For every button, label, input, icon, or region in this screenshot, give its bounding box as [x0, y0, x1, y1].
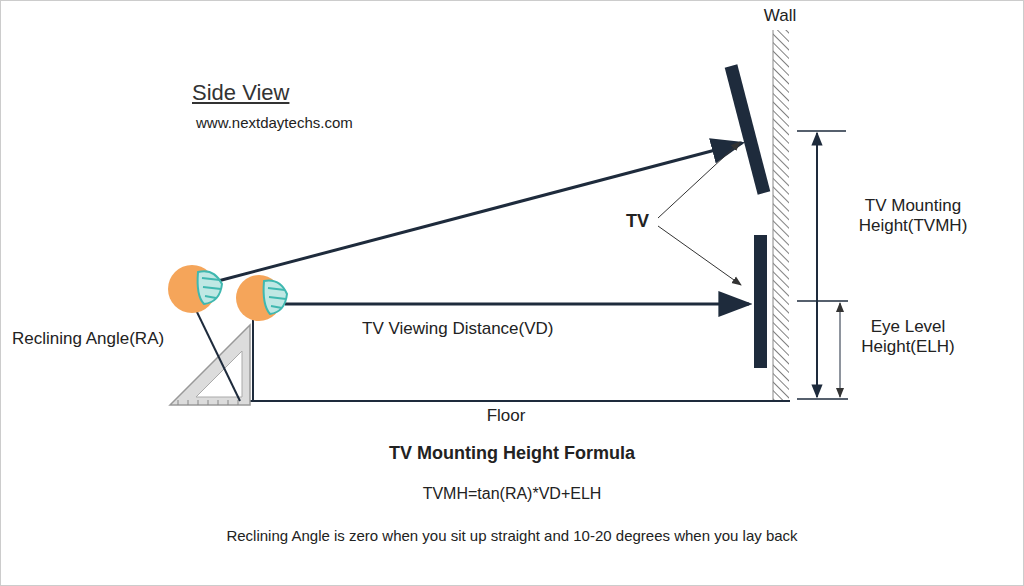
wall-label: Wall	[764, 6, 796, 26]
dimension-arrow	[816, 133, 818, 265]
diagram-title: Side View	[192, 80, 289, 106]
leader-line	[658, 226, 741, 285]
wall	[773, 30, 789, 402]
upright-head	[236, 275, 287, 321]
dimension-tick	[797, 300, 848, 302]
reclined-head	[168, 265, 222, 313]
tilted-tv	[731, 66, 764, 193]
dimension-arrow	[840, 303, 841, 350]
dimension-label: TV Mounting Height(TVMH)	[838, 196, 988, 237]
note: Reclining Angle is zero when you sit up …	[202, 527, 822, 545]
floor-label: Floor	[487, 406, 526, 426]
formula-heading: TV Mounting Height Formula	[389, 443, 635, 465]
dimension-tick	[797, 130, 846, 132]
url-watermark: www.nextdaytechs.com	[196, 114, 353, 132]
floor-line	[250, 400, 790, 402]
tv	[754, 235, 767, 368]
wall-edge	[773, 30, 774, 402]
dimension-arrow	[840, 350, 841, 397]
viewing-distance-arrow	[285, 303, 749, 306]
recline-line	[196, 310, 240, 401]
dimension-tick	[797, 398, 848, 400]
distance-label: TV Viewing Distance(VD)	[362, 319, 553, 339]
dimension-arrow	[816, 265, 818, 397]
formula: TVMH=tan(RA)*VD+ELH	[423, 484, 602, 503]
leader-line	[658, 142, 740, 218]
sight-line	[218, 143, 742, 281]
angle-label: Reclining Angle(RA)	[12, 329, 164, 349]
tv-label: TV	[626, 211, 649, 233]
upright-line	[252, 318, 254, 401]
dimension-label: Eye Level Height(ELH)	[846, 317, 970, 358]
